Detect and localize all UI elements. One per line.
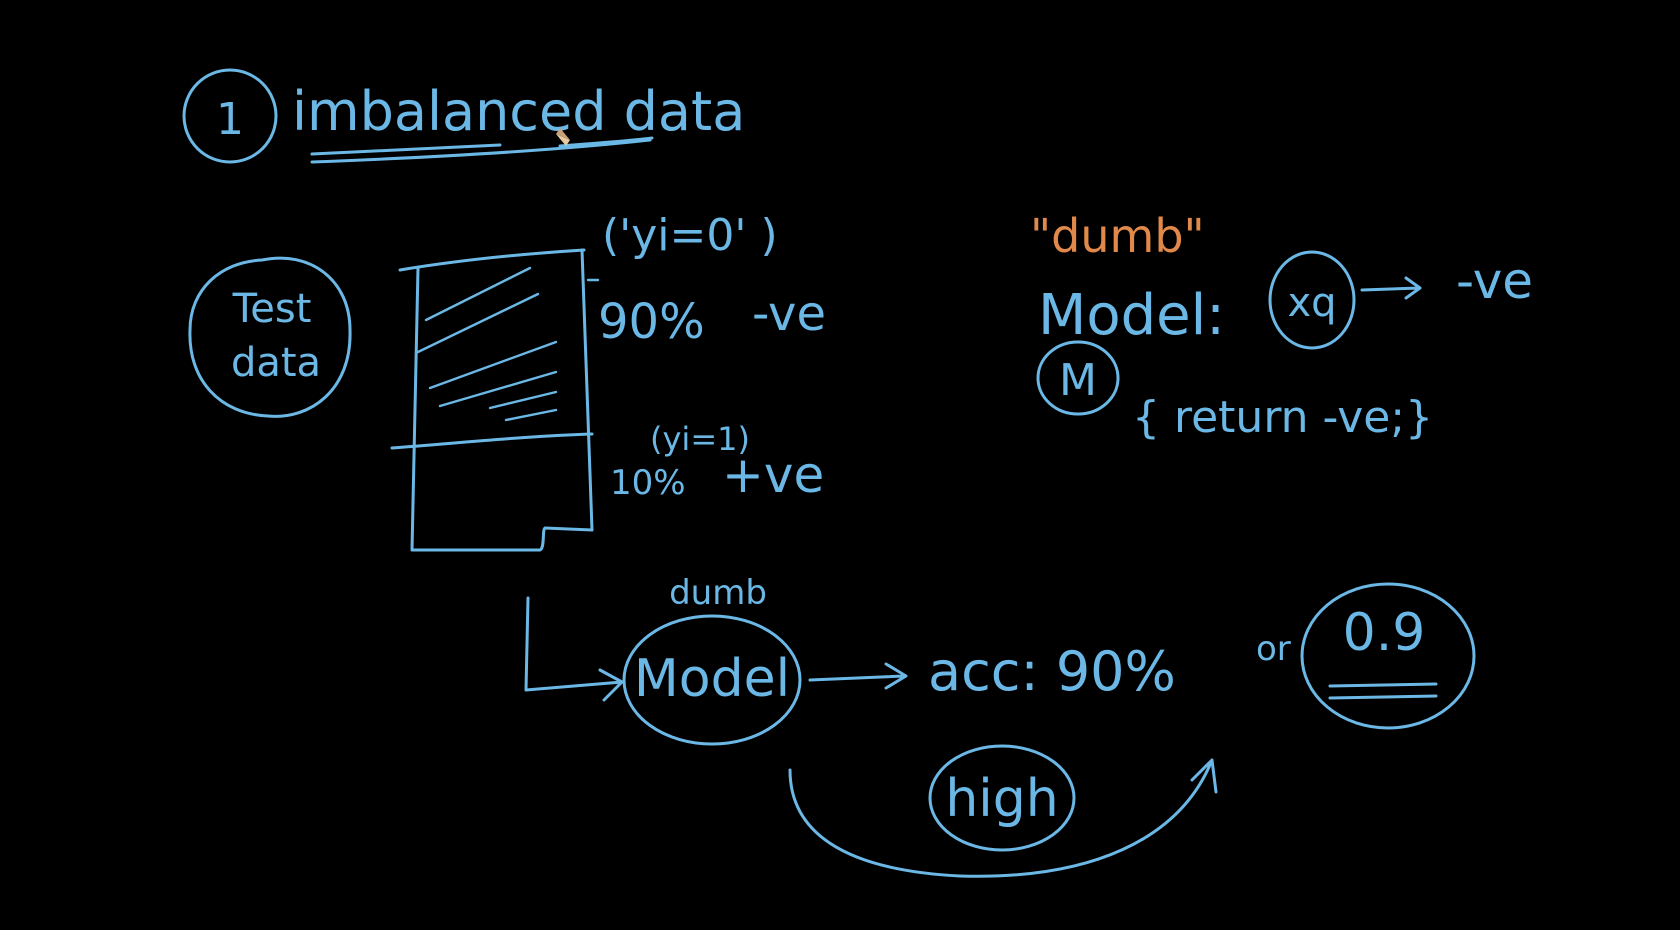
hatch-4 (438, 370, 558, 408)
or-label: or (1256, 629, 1291, 669)
box-outline (410, 248, 594, 552)
flow-arrow-to-acc (808, 662, 908, 690)
pencil-cursor-icon (556, 128, 570, 146)
hatch-6 (504, 408, 558, 422)
flow-curve-arrow (788, 758, 1218, 878)
m-circle (1036, 340, 1120, 416)
box-top-edge (398, 248, 586, 272)
hatch-5 (488, 390, 558, 410)
score-underline-1 (1328, 682, 1438, 688)
flow-arrow-to-model (524, 596, 624, 702)
heading-number: 1 (216, 94, 244, 145)
high-label: high (945, 769, 1058, 829)
heading-underline-3 (558, 136, 654, 148)
class-split-box (390, 248, 600, 552)
model-tag: dumb (669, 573, 767, 613)
model-body: { return -ve;} (1132, 392, 1433, 443)
hatch-2 (416, 292, 540, 354)
positive-share: 10% (610, 463, 686, 503)
negative-share: 90% (598, 294, 705, 350)
dumb-model-definition: "dumb" Model: xq -ve M { return -ve;} (1030, 209, 1533, 443)
query-arrow (1360, 276, 1422, 300)
test-data-label-line1: Test (232, 286, 312, 332)
m-symbol: M (1059, 355, 1097, 406)
positive-condition: (yi=1) (650, 420, 750, 458)
heading: 1 imbalanced data (182, 68, 745, 164)
model-colon-label: Model: (1038, 283, 1225, 348)
negative-label: -ve (752, 286, 826, 342)
dumb-quote: "dumb" (1030, 209, 1205, 263)
box-divider (390, 432, 594, 450)
evaluation-flow: dumb Model acc: 90% or 0.9 high (524, 573, 1476, 878)
score-underline-2 (1328, 694, 1438, 700)
score-value: 0.9 (1343, 603, 1426, 663)
query-circle (1268, 250, 1356, 350)
hatch-3 (428, 340, 558, 390)
query-output: -ve (1456, 252, 1533, 310)
test-data-bubble: Test data (188, 256, 352, 418)
test-data-outline (188, 256, 352, 418)
test-data-label-line2: data (231, 340, 321, 386)
positive-label: +ve (722, 446, 824, 504)
heading-underline (310, 138, 652, 164)
hatch-1 (424, 266, 532, 322)
heading-title: imbalanced data (292, 80, 745, 143)
query-symbol: xq (1287, 280, 1336, 326)
high-circle (928, 744, 1076, 852)
score-circle (1300, 582, 1476, 730)
negative-condition: ('yi=0' ) (602, 210, 778, 261)
accuracy-label: acc: 90% (928, 640, 1176, 703)
model-label: Model (634, 649, 790, 709)
heading-underline-2 (310, 143, 502, 156)
model-circle (622, 614, 802, 746)
heading-number-circle (182, 68, 278, 164)
